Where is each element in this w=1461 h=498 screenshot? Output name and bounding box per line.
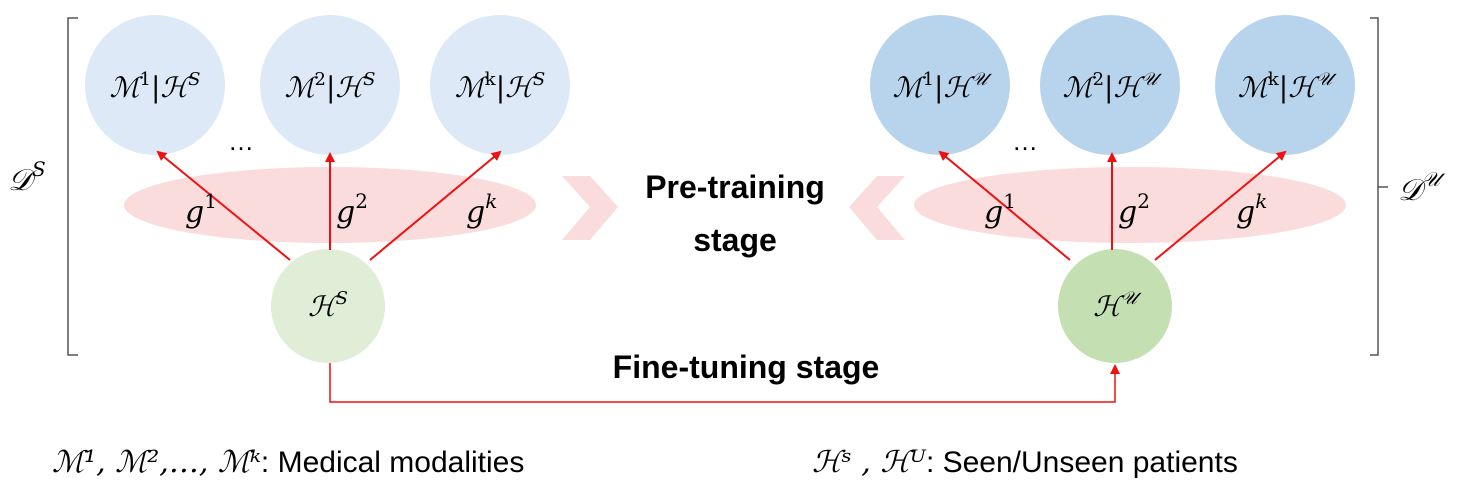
unseen-modality-node [870,15,1010,155]
unseen-patient-label: ℋ𝒰 [1093,288,1142,323]
seen-set-bracket [67,17,78,356]
unseen-function-label: g2 [1118,189,1150,230]
unseen-arrow-gk [1154,150,1287,261]
finetuning-connector [329,363,1120,403]
legend-patients: ℋˢ , ℋᵁ: Seen/Unseen patients [812,445,1238,480]
unseen-function-label: gk [1236,189,1267,230]
unseen-function-ellipse [914,167,1346,243]
seen-modality-label: ℳk|ℋS [455,69,545,104]
unseen-patient-node [1058,249,1172,363]
seen-function-label: g2 [336,189,368,230]
pretraining-chevron-right [562,176,618,240]
seen-arrow-g1 [156,150,291,261]
pretraining-stage-title: Pre-training [645,169,825,205]
pretraining-stage-subtitle: stage [693,222,777,258]
pretraining-chevron-left [849,176,905,240]
seen-patient-node [271,249,385,363]
seen-patient-label: ℋS [308,288,348,323]
seen-arrow-gk [369,150,502,261]
seen-modality-node [430,15,570,155]
unseen-modality-label: ℳ2|ℋ𝒰 [1063,69,1163,104]
seen-modality-node [260,15,400,155]
unseen-modality-label: ℳ1|ℋ𝒰 [893,69,993,104]
seen-modality-label: ℳ2|ℋS [285,69,376,104]
unseen-modality-node [1215,15,1355,155]
seen-modality-node [85,15,225,155]
unseen-set-bracket [1370,17,1379,356]
unseen-function-label: g1 [984,189,1016,230]
unseen-modality-node [1040,15,1180,155]
seen-function-label: g1 [185,189,217,230]
seen-set-label: 𝒟S [8,157,46,198]
finetuning-stage-title: Fine-tuning stage [613,349,880,385]
seen-modality-label: ℳ1|ℋS [110,69,201,104]
legend-modalities: ℳ¹, ℳ²,…, ℳᵏ: Medical modalities [52,445,524,480]
unseen-ellipsis: … [1012,126,1038,156]
unseen-set-label: 𝒟𝒰 [1398,167,1446,208]
seen-ellipsis: … [228,126,254,156]
seen-function-label: gk [466,189,497,230]
unseen-modality-label: ℳk|ℋ𝒰 [1238,69,1337,104]
unseen-arrow-g1 [938,150,1071,261]
